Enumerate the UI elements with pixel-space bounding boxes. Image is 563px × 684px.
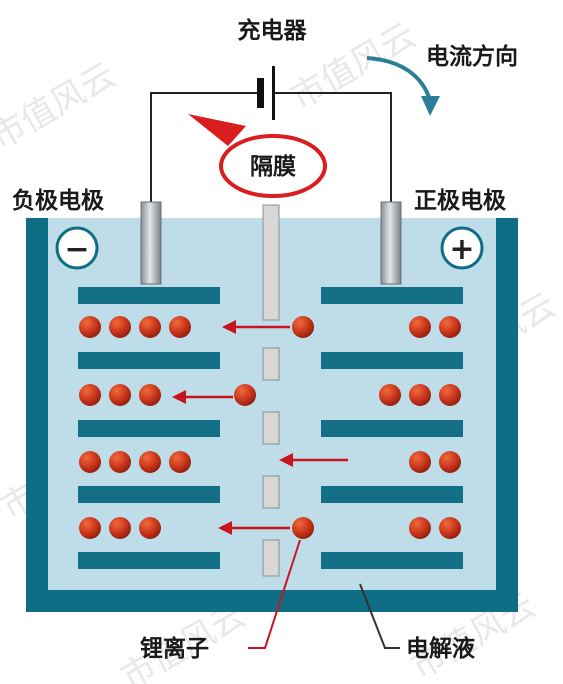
migrating-ion [292,517,314,539]
lithium-ion [379,384,401,406]
lithium-ion [439,384,461,406]
migrating-ion [292,316,314,338]
lithium-ion [139,517,161,539]
battery-symbol-short-plate [257,78,264,108]
battery-symbol-long-plate [272,66,275,120]
lithium-ion [79,451,101,473]
migration-arrowhead [172,390,186,404]
positive-sign-circle [440,226,484,270]
plus-sign: + [449,232,474,267]
positive-electrode-plates [321,287,463,569]
migration-arrowhead [222,320,236,334]
lithium-ion-leader-line [248,539,301,649]
separator-segment [262,204,280,321]
separator-segment [262,347,280,381]
ions-positive-side [379,316,461,539]
electrolyte-label: 电解液 [406,635,475,662]
lithium-ion [139,384,161,406]
lithium-ion [169,316,191,338]
lithium-ion [79,517,101,539]
lithium-ion [109,316,131,338]
circuit-wire-left [150,92,263,205]
ion-migration [172,316,348,539]
lithium-ion [439,451,461,473]
ions-negative-side [79,316,191,539]
lithium-ion [169,451,191,473]
lithium-ion [409,451,431,473]
lithium-ion [109,451,131,473]
negative-plate [78,287,220,304]
lithium-ion [139,316,161,338]
negative-electrode-label: 负极电极 [12,188,104,214]
negative-plate [78,552,220,569]
electrolyte-leader-line [359,583,400,649]
charger-label: 充电器 [238,17,308,44]
current-direction-arrowhead [421,96,440,116]
positive-plate [321,552,463,569]
lithium-ion [439,517,461,539]
lithium-ion [409,316,431,338]
migration-arrowhead [218,521,232,535]
positive-plate [321,486,463,503]
charger-circuit [150,66,392,205]
current-direction-arrow [366,56,432,101]
positive-plate [321,287,463,304]
separator-segment [262,539,280,577]
current-direction-label: 电流方向 [426,43,518,70]
negative-plate [78,352,220,369]
lithium-ion [79,384,101,406]
lithium-ion [79,316,101,338]
lithium-ion [409,384,431,406]
negative-plate [78,420,220,437]
lithium-ion [109,384,131,406]
lithium-ion [439,316,461,338]
negative-electrode-plates [78,287,220,569]
separator-callout-pointer [188,114,246,146]
positive-electrode-label: 正极电极 [414,188,506,214]
separator-segment [262,411,280,445]
circuit-wire-right [274,92,392,205]
watermark-text: 市值风云 [0,55,122,158]
negative-sign-circle [55,226,99,270]
negative-plate [78,486,220,503]
minus-sign: − [64,232,89,267]
negative-electrode-rod [140,201,162,285]
positive-plate [321,420,463,437]
lithium-ion-label: 锂离子 [140,635,209,662]
lithium-ion [139,451,161,473]
positive-plate [321,352,463,369]
separator-callout-ellipse [219,134,327,198]
lithium-ion [109,517,131,539]
separator-label: 隔膜 [250,154,296,180]
positive-electrode-rod [380,201,402,285]
migrating-ion [234,384,256,406]
lithium-ion [409,517,431,539]
separator-membrane [262,204,280,577]
separator-segment [262,475,280,509]
migration-arrowhead [279,453,293,467]
